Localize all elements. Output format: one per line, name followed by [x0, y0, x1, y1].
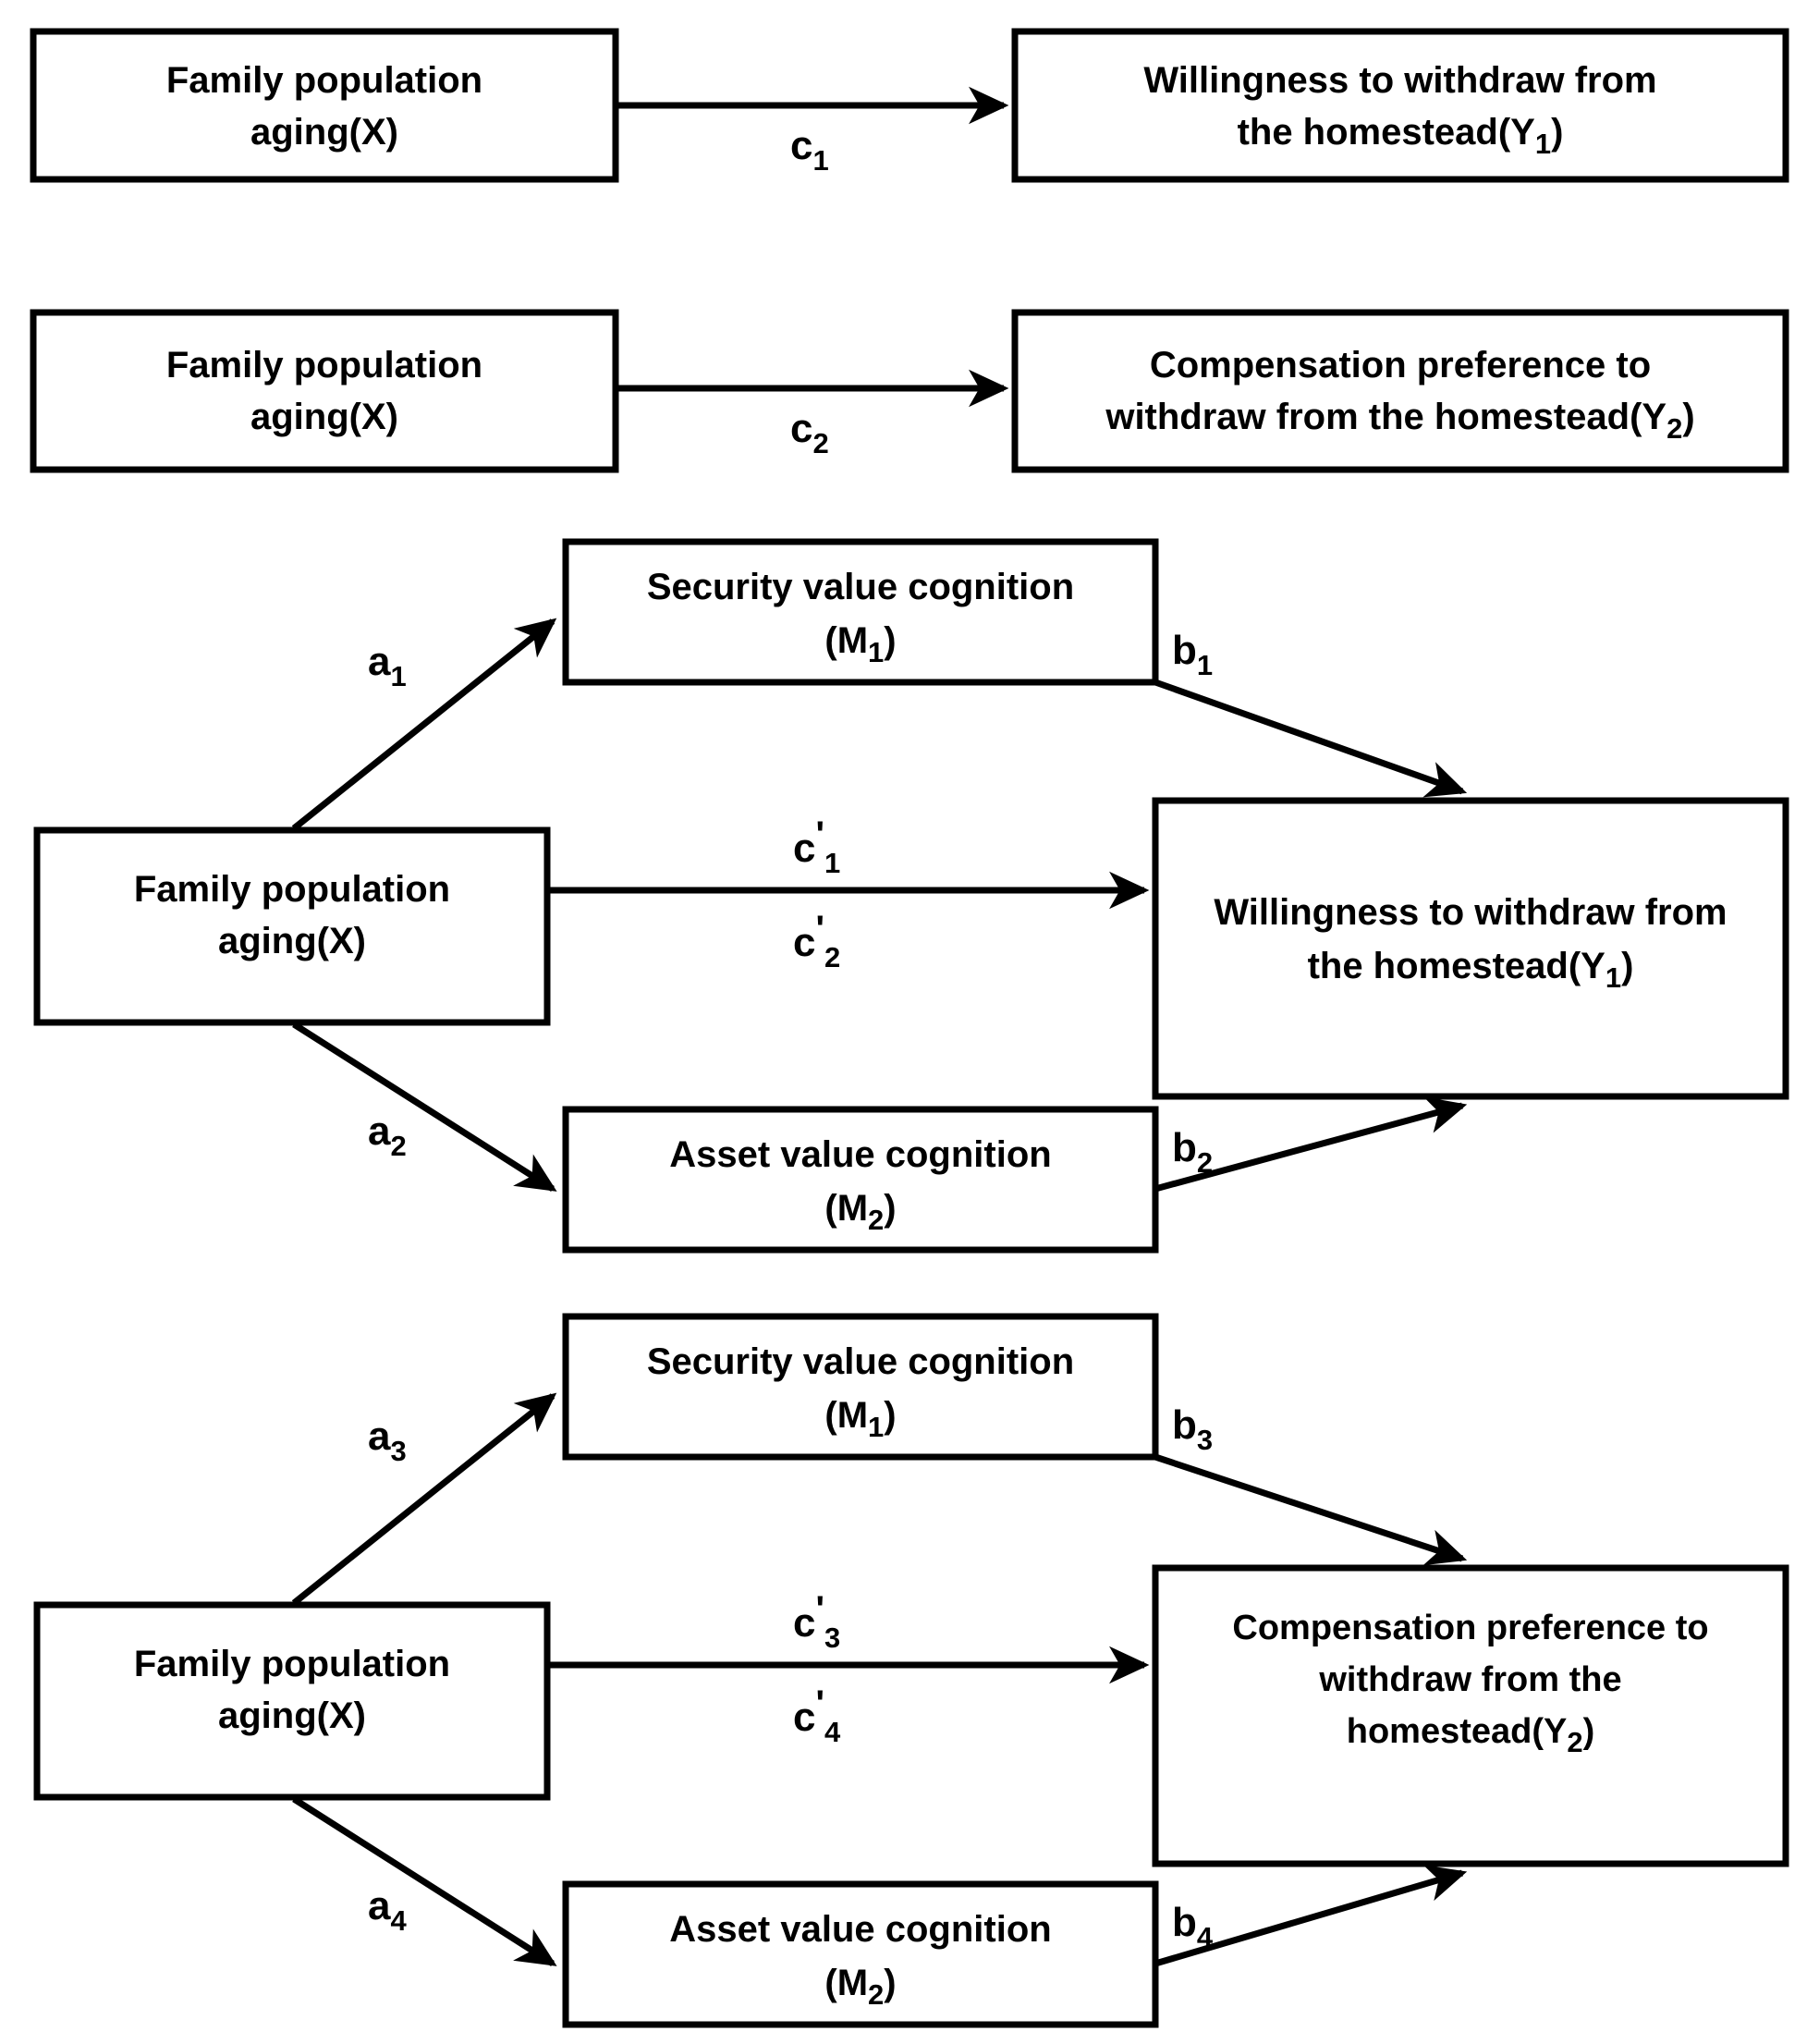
asset-value-cognition-box[interactable]: [562, 1106, 1159, 1254]
family-population-aging-line-1: Family population: [166, 60, 482, 101]
family-population-aging-line-2: aging(X): [250, 112, 398, 153]
edge-cprime4-label: c'4: [793, 1683, 841, 1748]
security-value-cognition-line-1: Security value cognition: [647, 1341, 1074, 1382]
edge-b1-line: [1154, 679, 1468, 798]
edge-c2-label: c2: [790, 406, 829, 459]
family-population-aging-box[interactable]: [30, 28, 619, 183]
panel-4: Security value cognition (M1) Family pop…: [33, 1313, 1789, 2028]
edge-b4-line: [1154, 1865, 1468, 1967]
family-population-aging-box[interactable]: [33, 1601, 551, 1801]
edge-a2-label: a2: [368, 1108, 407, 1162]
family-population-aging-box[interactable]: [33, 826, 551, 1026]
family-population-aging-line-2: aging(X): [250, 397, 398, 437]
edge-cprime3-label: c'3: [793, 1589, 840, 1654]
security-value-cognition-box[interactable]: [562, 1313, 1159, 1461]
edge-c1-label: c1: [790, 123, 829, 177]
family-population-aging-line-1: Family population: [166, 345, 482, 386]
compensation-line-1: Compensation preference to: [1232, 1609, 1708, 1647]
compensation-line-2: withdraw from the homestead(Y2): [1105, 397, 1694, 445]
family-population-aging-box[interactable]: [30, 309, 619, 473]
edge-a2-line: [292, 1022, 557, 1192]
edge-b3-line: [1154, 1453, 1468, 1566]
asset-value-cognition-line-2: (M2): [824, 1188, 896, 1236]
willingness-line-2: the homestead(Y1): [1238, 112, 1564, 160]
security-value-cognition-line-2: (M1): [824, 620, 896, 668]
willingness-line-1: Willingness to withdraw from: [1214, 892, 1727, 933]
willingness-to-withdraw-box[interactable]: [1152, 797, 1789, 1100]
edge-b2-line: [1154, 1096, 1468, 1193]
willingness-line-1: Willingness to withdraw from: [1143, 60, 1656, 101]
edge-cprime1-label: c'1: [793, 814, 840, 879]
security-value-cognition-box[interactable]: [562, 538, 1159, 686]
edge-b4-label: b4: [1172, 1900, 1214, 1953]
compensation-preference-box[interactable]: [1152, 1564, 1789, 1867]
panel-3: Security value cognition (M1) Family pop…: [33, 538, 1789, 1254]
compensation-line-1: Compensation preference to: [1150, 345, 1651, 386]
compensation-line-3: homestead(Y2): [1347, 1712, 1595, 1758]
asset-value-cognition-box[interactable]: [562, 1880, 1159, 2028]
compensation-preference-box[interactable]: [1011, 309, 1789, 473]
asset-value-cognition-line-1: Asset value cognition: [669, 1909, 1051, 1950]
edge-a4-line: [292, 1796, 557, 1966]
edge-a1-label: a1: [368, 639, 407, 692]
edge-b3-label: b3: [1172, 1402, 1213, 1456]
security-value-cognition-line-1: Security value cognition: [647, 567, 1074, 607]
edge-cprime2-label: c'2: [793, 909, 840, 973]
panel-1: Family population aging(X) Willingness t…: [30, 28, 1789, 183]
family-population-aging-line-1: Family population: [134, 869, 450, 910]
edge-a3-label: a3: [368, 1414, 407, 1467]
security-value-cognition-line-2: (M1): [824, 1395, 896, 1443]
compensation-line-2: withdraw from the: [1318, 1660, 1621, 1699]
edge-b1-label: b1: [1172, 628, 1213, 681]
edge-a4-label: a4: [368, 1883, 407, 1937]
willingness-line-2: the homestead(Y1): [1308, 946, 1634, 994]
family-population-aging-line-2: aging(X): [218, 921, 366, 961]
panel-2: Family population aging(X) Compensation …: [30, 309, 1789, 473]
family-population-aging-line-2: aging(X): [218, 1695, 366, 1736]
edge-a3-line: [291, 1392, 557, 1606]
edge-b2-label: b2: [1172, 1125, 1213, 1179]
asset-value-cognition-line-1: Asset value cognition: [669, 1134, 1051, 1175]
asset-value-cognition-line-2: (M2): [824, 1963, 896, 2011]
family-population-aging-line-1: Family population: [134, 1644, 450, 1684]
edge-a1-line: [291, 618, 557, 831]
willingness-to-withdraw-box[interactable]: [1011, 28, 1789, 183]
